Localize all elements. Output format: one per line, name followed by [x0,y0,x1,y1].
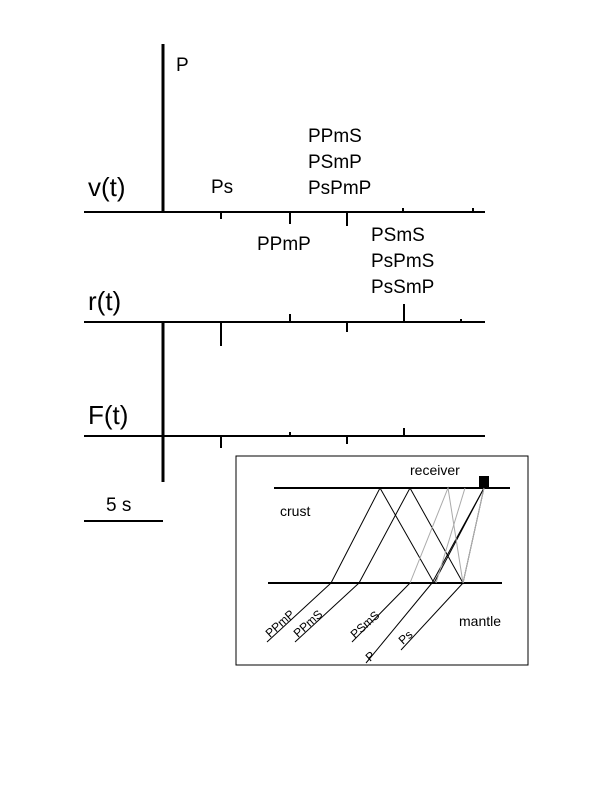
phase-label-Ps: Ps [211,177,233,198]
mantle-label: mantle [459,613,501,629]
trace-v: v(t) P Ps PPmS PSmP PsPmP PPmP PSmS PsPm… [84,44,485,298]
inset-ray-diagram: receiver crust mantle PPmP PPmS PSmS P P… [235,455,529,666]
ray-Ps-mantle [400,582,464,651]
phase-label-PSmS: PSmS [371,225,425,246]
phase-label-PsPmP: PsPmP [308,178,371,199]
crust-label: crust [280,503,310,519]
receiver-label: receiver [410,462,460,478]
trace-r: r(t) [84,286,485,375]
trace-v-label: v(t) [88,172,126,202]
phase-label-PPmP: PPmP [257,234,311,255]
ray-label-Ps: Ps [396,627,416,647]
phase-label-P: P [176,55,189,76]
ray-grey-extra [435,487,466,584]
ray-PPmS-mantle [294,582,360,643]
scale-bar-label: 5 s [106,495,131,516]
trace-F: F(t) [84,342,485,482]
phase-label-PPmS: PPmS [308,126,362,147]
scale-bar: 5 s [84,495,163,522]
trace-r-label: r(t) [88,286,121,316]
phase-label-PSmP: PSmP [308,152,362,173]
phase-label-PsPmS: PsPmS [371,251,434,272]
ray-PPmP-mantle [266,582,332,643]
ray-Ps-crust [462,487,485,584]
receiver-marker [479,476,489,488]
phase-label-PsSmP: PsSmP [371,277,434,298]
trace-F-label: F(t) [88,400,128,430]
ray-PPmP [330,486,485,585]
ray-P-mantle [365,582,433,664]
ray-PSmS-mantle [351,582,411,643]
